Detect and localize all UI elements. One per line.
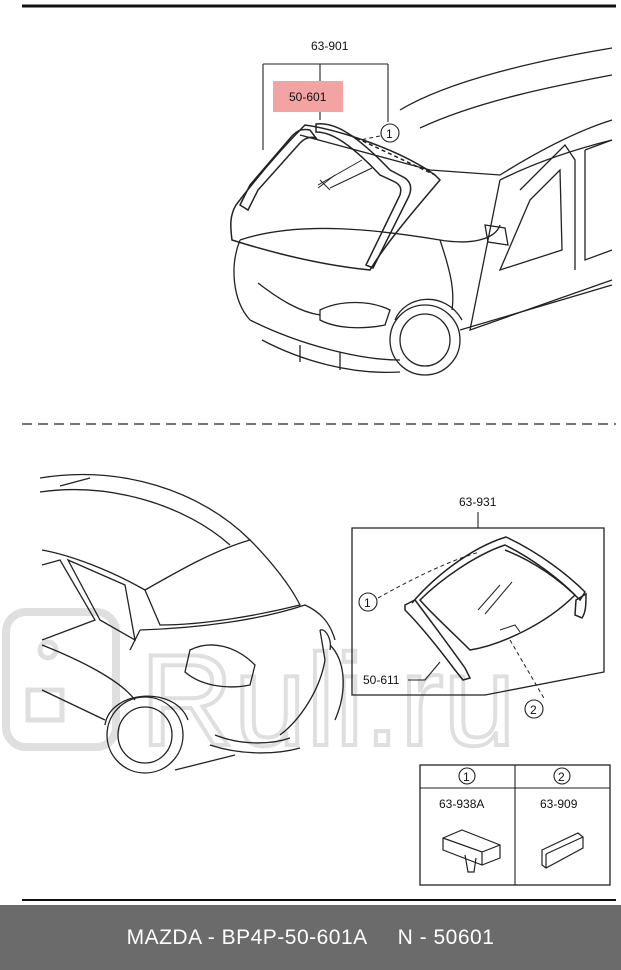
footer-part-number: MAZDA - BP4P-50-601A — [126, 925, 368, 949]
legend-part-63-938A: 63-938A — [439, 797, 484, 811]
callout-circle-1-bottom: 1 — [358, 551, 481, 612]
legend-part-63-909: 63-909 — [540, 797, 578, 811]
callout-label-50-611: 50-611 — [363, 673, 400, 687]
rear-glass-detail-box: 63-931 — [351, 495, 605, 696]
callout-circle-2: 2 — [509, 639, 546, 719]
windshield-molding — [239, 122, 436, 269]
parts-diagram: Ruli.ru — [2, 4, 616, 901]
callout-rear-glass: 50-611 — [363, 661, 441, 687]
svg-text:2: 2 — [530, 703, 537, 717]
callout-circle-1-top: 1 — [359, 123, 400, 143]
rear-glass-molding — [404, 592, 587, 681]
watermark-logo: Ruli.ru — [2, 608, 518, 775]
callout-windshield-glass: 50-601 — [273, 81, 343, 112]
footer-n-number: N - 50601 — [397, 925, 495, 949]
front-car-illustration — [233, 47, 613, 376]
svg-text:1: 1 — [364, 596, 371, 610]
callout-label-50-601: 50-601 — [289, 90, 327, 104]
rear-car-illustration — [39, 473, 344, 774]
legend-number-2: 2 — [558, 770, 565, 784]
footer-bar: MAZDA - BP4P-50-601A N - 50601 — [0, 905, 621, 970]
highlight-box — [273, 81, 343, 112]
legend-number-1: 1 — [463, 770, 470, 784]
callout-top-assembly: 63-901 — [262, 39, 389, 150]
parts-legend-table: 1 2 63-938A 63-909 — [419, 764, 611, 886]
callout-label-63-901: 63-901 — [311, 39, 349, 53]
rear-glass — [411, 536, 586, 651]
clip-icon — [442, 829, 501, 873]
callout-label-63-931: 63-931 — [459, 495, 497, 509]
spacer-icon — [541, 832, 584, 869]
windshield-glass — [230, 124, 442, 271]
watermark-text: Ruli.ru — [140, 627, 516, 773]
svg-text:1: 1 — [386, 127, 393, 141]
